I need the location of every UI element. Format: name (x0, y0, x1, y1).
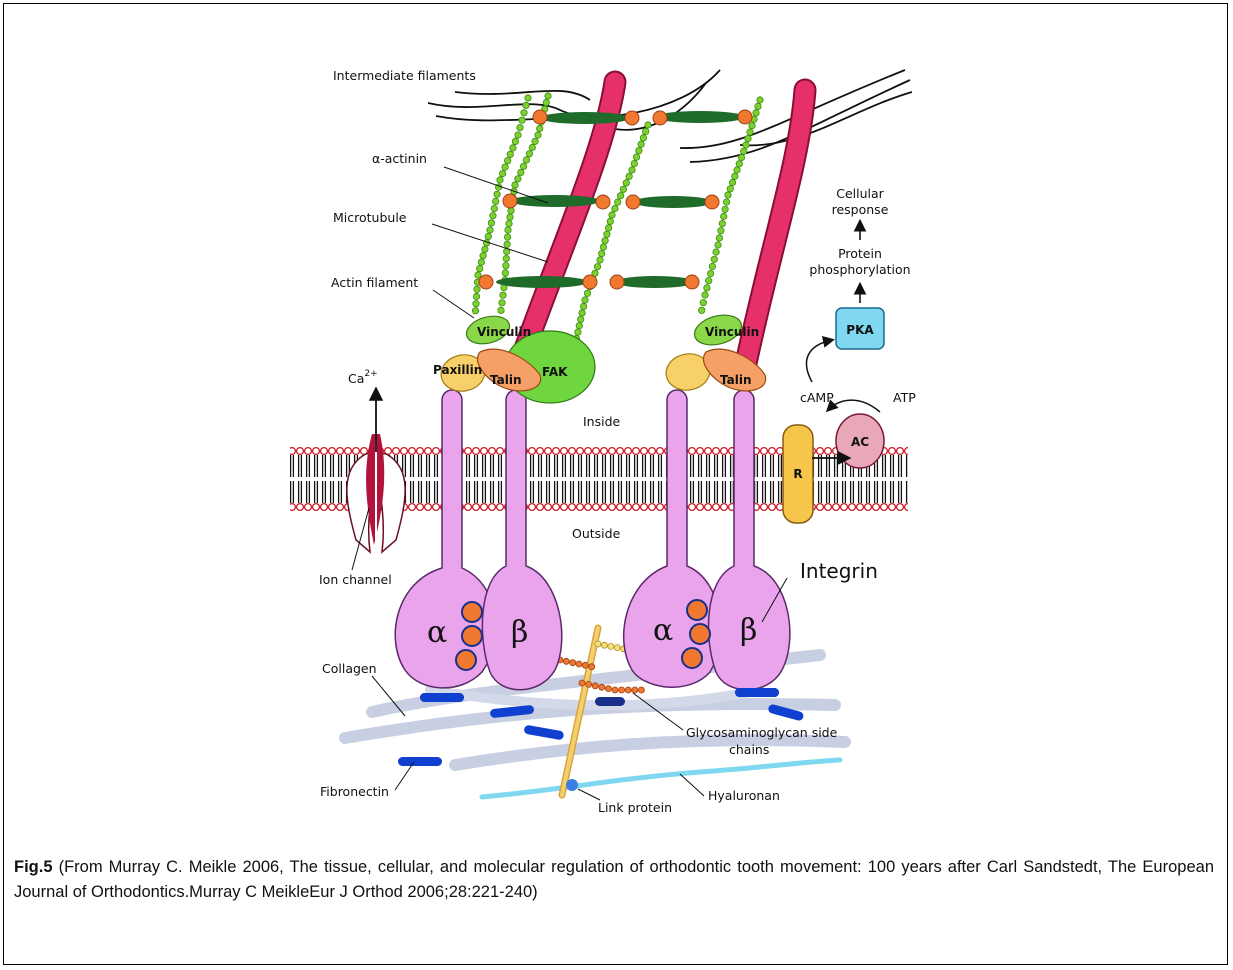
label-pka: PKA (846, 323, 874, 337)
label-ac: AC (851, 435, 869, 449)
label-camp: cAMP (800, 390, 834, 405)
label-talin-right: Talin (720, 373, 752, 387)
caption-figure-number: Fig.5 (14, 858, 53, 876)
label-integrin: Integrin (800, 559, 878, 583)
label-vinculin-left: Vinculin (477, 325, 531, 339)
label-r: R (793, 467, 802, 481)
label-phosphorylation: phosphorylation (809, 262, 910, 277)
label-alpha-actinin: α-actinin (372, 151, 427, 166)
label-gag-line2: chains (729, 742, 769, 757)
label-intermediate-filaments: Intermediate filaments (333, 68, 476, 83)
label-paxillin: Paxillin (433, 363, 482, 377)
caption-text: (From Murray C. Meikle 2006, The tissue,… (14, 858, 1214, 901)
atp-to-camp-arrow (828, 400, 880, 412)
link-protein-dot (566, 779, 578, 791)
label-beta-right: β (740, 613, 757, 648)
label-fak: FAK (542, 365, 568, 379)
label-beta-left: β (511, 615, 528, 650)
label-cellular: Cellular (836, 186, 884, 201)
label-alpha-left: α (427, 615, 447, 650)
label-microtubule: Microtubule (333, 210, 407, 225)
label-ion-channel: Ion channel (319, 572, 392, 587)
figure-caption: Fig.5 (From Murray C. Meikle 2006, The t… (14, 855, 1214, 905)
integrin-signaling-diagram: Intermediate filaments α-actinin Microtu… (0, 0, 1233, 850)
label-alpha-right: α (653, 613, 673, 648)
hyaluronan-strand (482, 760, 840, 797)
camp-to-pka-arrow (806, 340, 832, 382)
label-collagen: Collagen (322, 661, 377, 676)
label-inside: Inside (583, 414, 621, 429)
label-gag-line1: Glycosaminoglycan side (686, 725, 838, 740)
label-link-protein: Link protein (598, 800, 672, 815)
label-fibronectin: Fibronectin (320, 784, 389, 799)
label-vinculin-right: Vinculin (705, 325, 759, 339)
label-outside: Outside (572, 526, 621, 541)
label-actin-filament: Actin filament (331, 275, 418, 290)
label-hyaluronan: Hyaluronan (708, 788, 780, 803)
label-protein: Protein (838, 246, 882, 261)
label-talin-left: Talin (490, 373, 522, 387)
label-response: response (832, 202, 889, 217)
label-atp: ATP (893, 390, 916, 405)
label-calcium: Ca2+ (348, 369, 378, 386)
